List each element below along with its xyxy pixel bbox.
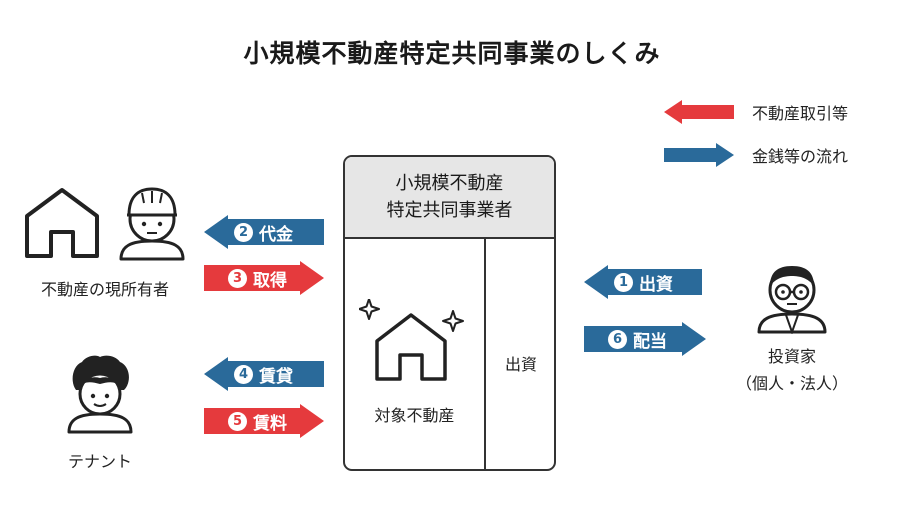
house-icon	[25, 188, 99, 258]
legend-blue-arrow-icon	[664, 143, 734, 167]
investor-sublabel: （個人・法人）	[735, 374, 848, 393]
legend-real-estate-transactions: 不動産取引等	[752, 104, 849, 123]
operator-name-line1: 小規模不動産	[395, 173, 504, 194]
target-property-label: 対象不動産	[374, 406, 455, 425]
investor-label: 投資家	[767, 347, 816, 366]
sparkle-house-icon	[359, 299, 464, 381]
arrow-label-acquisition: 取得	[253, 270, 287, 291]
arrow-label-lease: 賃貸	[259, 366, 293, 387]
owner-label: 不動産の現所有者	[40, 280, 169, 299]
arrow-rent: 5 賃料	[204, 404, 324, 438]
step-number-badge: 2	[234, 222, 253, 242]
arrow-label-dividend: 配当	[633, 331, 667, 352]
operator-box: 小規模不動産 特定共同事業者 対象不動産 出資	[343, 155, 556, 471]
arrow-label-payment: 代金	[259, 224, 293, 245]
box-divider	[484, 239, 486, 469]
investor-person-icon	[757, 266, 827, 334]
arrow-label-investment: 出資	[639, 274, 673, 295]
arrow-lease: 4 賃貸	[204, 357, 324, 391]
arrow-investment: 1 出資	[584, 265, 702, 299]
operator-name-line2: 特定共同事業者	[386, 200, 513, 221]
step-number-badge: 5	[228, 411, 247, 431]
investment-label: 出資	[504, 355, 537, 374]
tenant-label: テナント	[67, 452, 132, 471]
arrow-payment: 2 代金	[204, 215, 324, 249]
arrow-label-rent: 賃料	[253, 413, 287, 434]
diagram-title: 小規模不動産特定共同事業のしくみ	[243, 39, 661, 68]
arrow-dividend: 6 配当	[584, 322, 706, 356]
step-number-badge: 6	[608, 329, 627, 349]
step-number-badge: 1	[614, 272, 633, 292]
legend-red-arrow-icon	[664, 100, 734, 124]
worker-person-icon	[119, 187, 185, 261]
legend-money-flow: 金銭等の流れ	[752, 147, 849, 166]
tenant-person-icon	[67, 355, 133, 434]
step-number-badge: 3	[228, 268, 247, 288]
arrow-acquisition: 3 取得	[204, 261, 324, 295]
operator-box-header: 小規模不動産 特定共同事業者	[345, 157, 554, 239]
step-number-badge: 4	[234, 364, 253, 384]
